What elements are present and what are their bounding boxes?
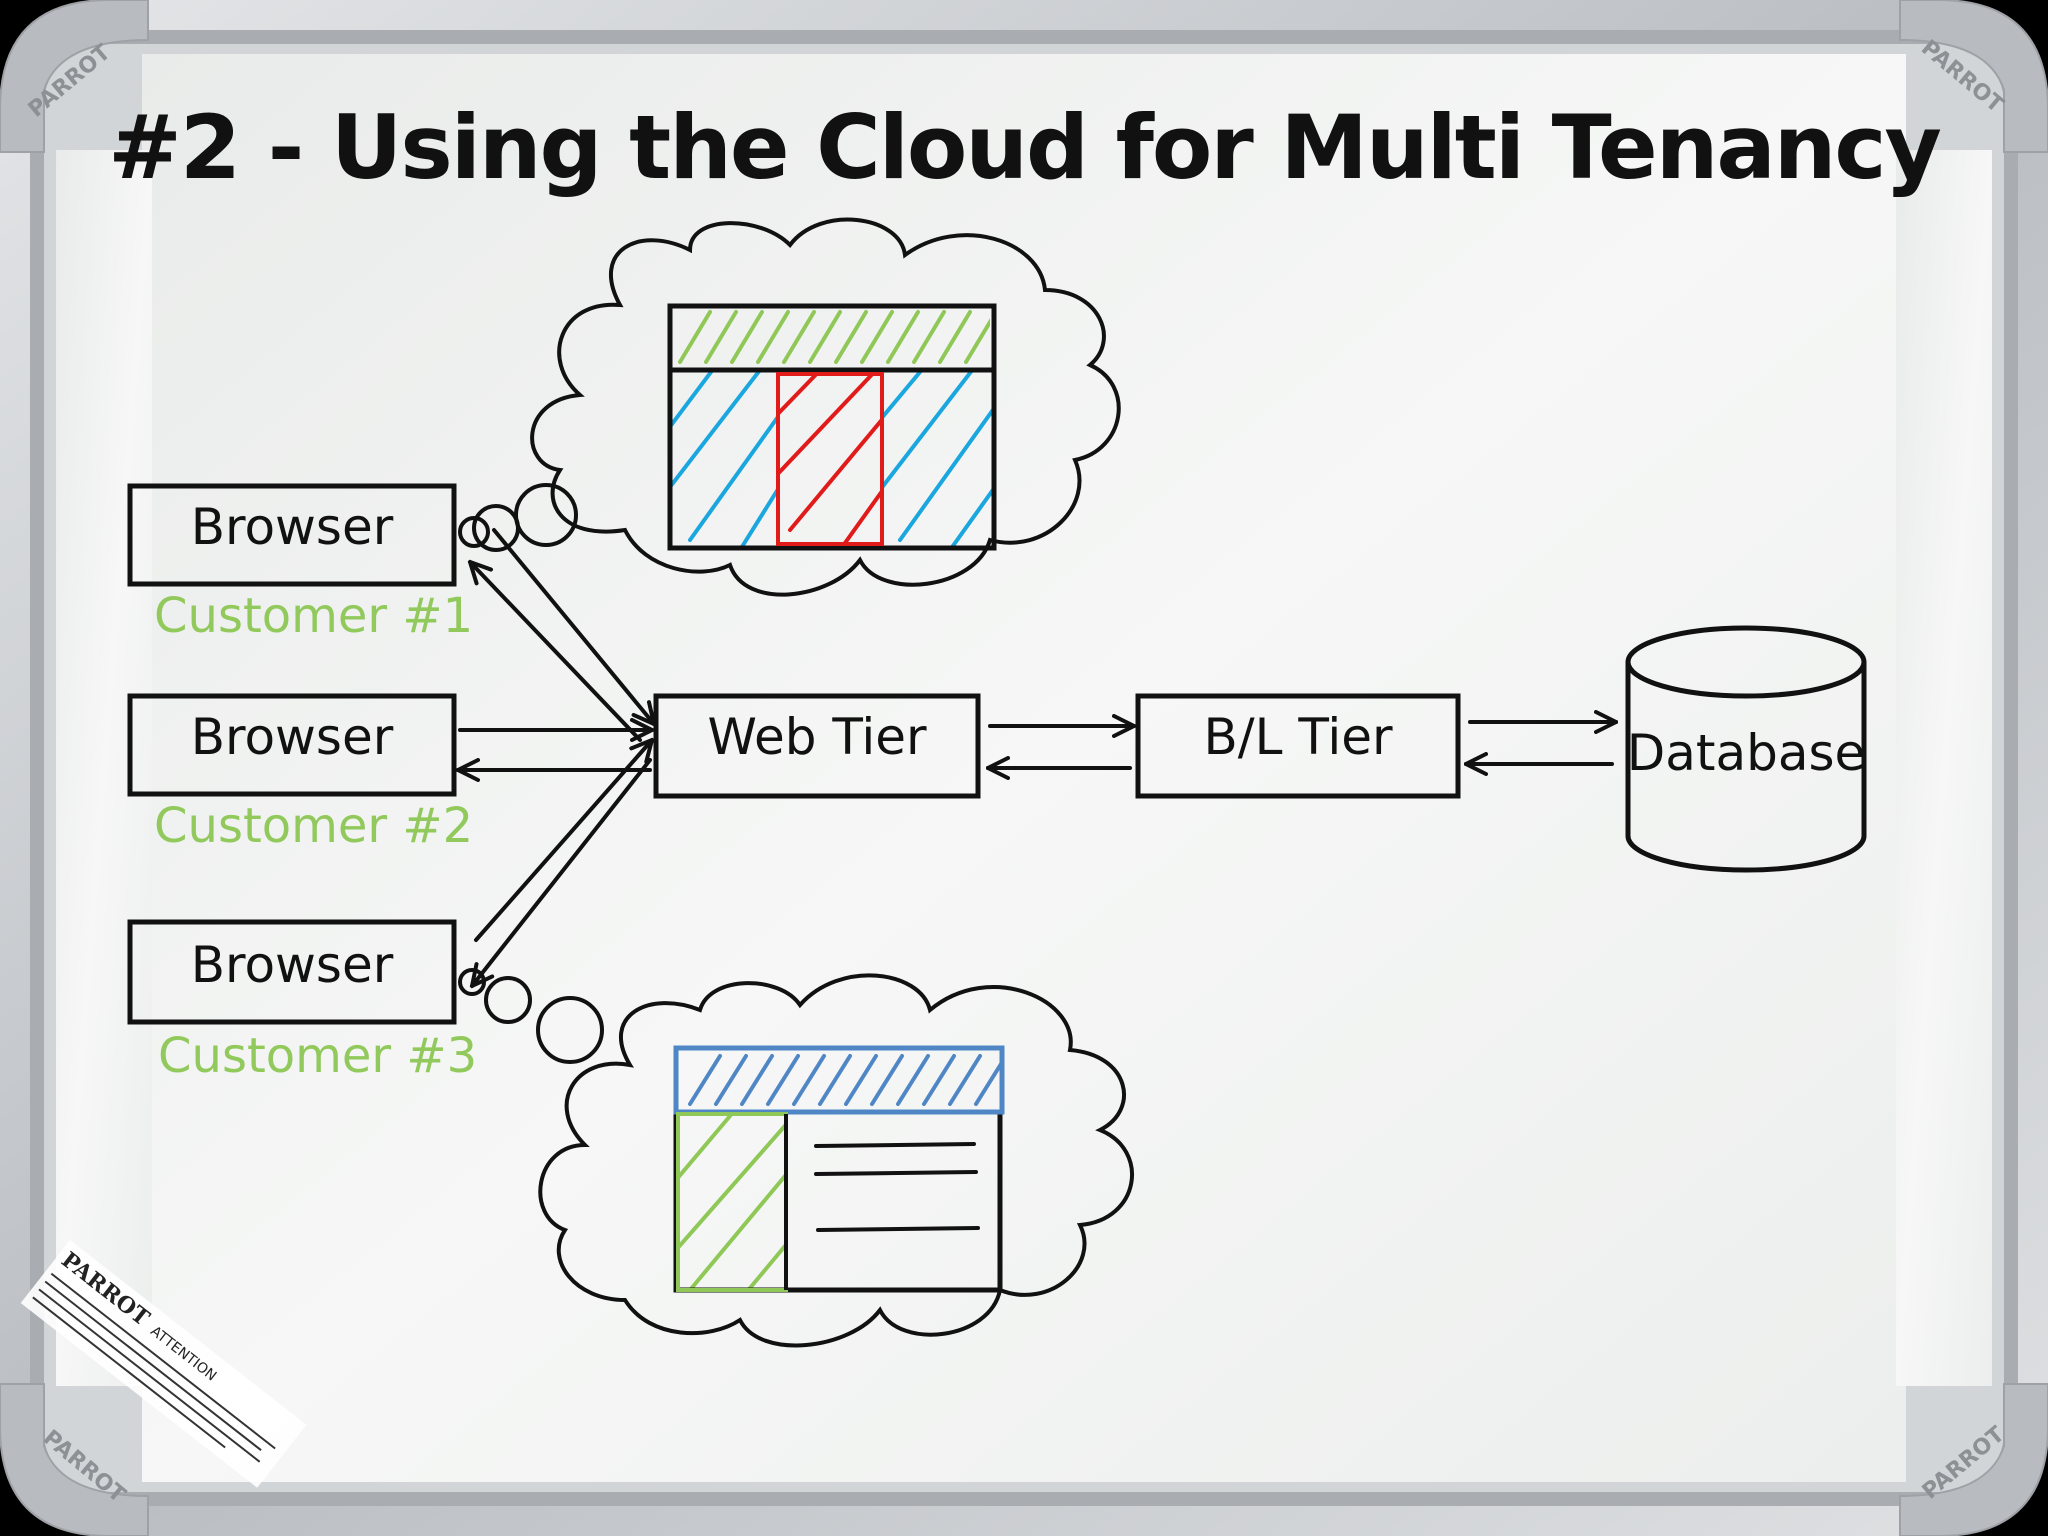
browser-node-3: Browser [127,919,457,1025]
browser-node-1: Browser [127,483,457,587]
web-tier-node: Web Tier [653,693,981,799]
cloud-top [458,217,1121,597]
browser-label-2: Browser [191,708,394,766]
cloud-bottom [458,968,1135,1348]
thought-bubble-medium [484,976,532,1024]
corner-cap-bottom-right [1899,1383,2048,1536]
arrow-webtier-to-browser3 [472,758,652,986]
web-tier-label: Web Tier [707,708,927,766]
customer-label-3: Customer #3 [158,1028,477,1084]
bl-tier-node: B/L Tier [1135,693,1461,799]
tenant-ui-mock-3 [673,1045,1005,1293]
browser-node-2: Browser [127,693,457,797]
database-cylinder-icon [1625,625,1867,873]
tenant-ui-mock-1 [667,303,997,551]
cloud-thought-bubble-icon [530,217,1121,597]
corner-cap-top-left [0,0,149,153]
customer-label-1: Customer #1 [154,588,473,644]
browser-label-3: Browser [191,936,394,994]
bl-tier-label: B/L Tier [1203,708,1393,766]
browser-label-1: Browser [191,498,394,556]
arrow-webtier-to-browser1 [470,562,642,742]
corner-cap-top-right [1899,0,2048,153]
connector-arrows [456,528,1618,986]
arrow-browser1-to-webtier [492,528,654,724]
thought-bubble-small [458,516,490,548]
corner-cap-bottom-left [0,1383,149,1536]
thought-bubble-medium [472,504,520,552]
thought-bubble-large [536,996,604,1064]
database-label: Database [1627,724,1866,782]
arrow-browser3-to-webtier [474,740,652,942]
cloud-thought-bubble-icon [538,973,1135,1348]
database-node: Database [1625,625,1867,873]
diagram-title: #2 - Using the Cloud for Multi Tenancy [108,96,1940,199]
customer-label-2: Customer #2 [154,798,473,854]
